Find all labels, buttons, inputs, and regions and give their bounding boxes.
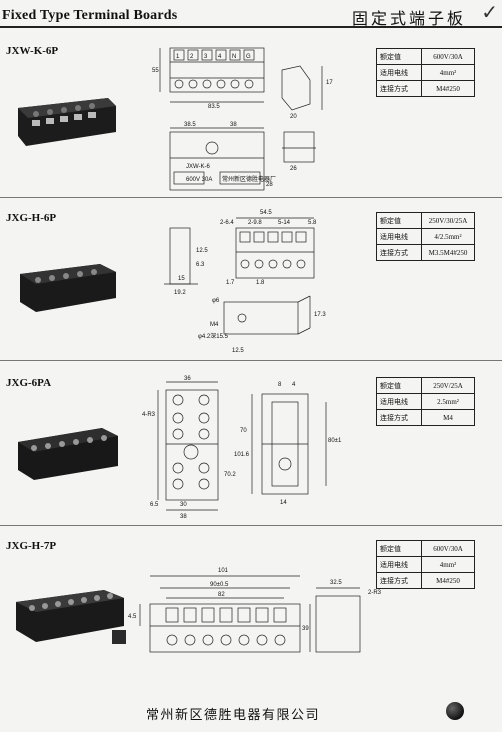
section-divider: [0, 197, 502, 198]
product-photo: [18, 98, 116, 146]
svg-text:4.5: 4.5: [128, 614, 137, 620]
section-divider: [0, 525, 502, 526]
section-divider: [0, 360, 502, 361]
svg-text:39: 39: [302, 626, 309, 632]
technical-drawing: 36 4-R3 30 38 70.2 101.6 6.5 80±1 8 4 14…: [142, 376, 342, 520]
svg-text:15: 15: [178, 276, 185, 282]
svg-text:2-R3: 2-R3: [368, 590, 382, 596]
svg-text:90±0.5: 90±0.5: [210, 582, 229, 588]
svg-text:φ6: φ6: [212, 298, 220, 304]
page-header: Fixed Type Terminal Boards 固定式端子板 ✓: [0, 0, 502, 30]
svg-text:5.8: 5.8: [308, 220, 317, 226]
svg-text:70: 70: [240, 428, 247, 434]
svg-text:30: 30: [180, 502, 187, 508]
svg-text:12.5: 12.5: [196, 248, 208, 254]
technical-drawing: 54.5 2-6.4 2-9.8 5-14 5.8 12.5 6.3 15 19…: [164, 210, 326, 354]
svg-text:1.7: 1.7: [226, 280, 235, 286]
svg-text:1.8: 1.8: [256, 280, 265, 286]
svg-text:17: 17: [326, 80, 333, 86]
svg-text:82: 82: [218, 592, 225, 598]
svg-text:M4: M4: [210, 322, 219, 328]
svg-text:4-R3: 4-R3: [142, 412, 156, 418]
svg-text:JXW-K-6: JXW-K-6: [186, 164, 211, 170]
title-cn: 固定式端子板: [351, 9, 466, 28]
svg-text:5-14: 5-14: [278, 220, 291, 226]
model-label: JXG-6PA: [6, 377, 52, 389]
svg-text:1: 1: [176, 54, 180, 60]
product-photo: [16, 590, 126, 644]
svg-text:3: 3: [204, 54, 208, 60]
svg-text:14: 14: [280, 500, 287, 506]
svg-text:38: 38: [180, 514, 187, 520]
svg-text:101: 101: [218, 568, 229, 574]
svg-text:101.6: 101.6: [234, 452, 250, 458]
svg-text:4: 4: [218, 54, 222, 60]
page-footer: 常州新区德胜电器有限公司: [0, 698, 502, 732]
svg-text:2-9.8: 2-9.8: [248, 220, 262, 226]
svg-text:55: 55: [152, 68, 159, 74]
svg-text:8: 8: [278, 382, 282, 388]
header-rule: [0, 26, 502, 28]
page-dot-icon: [446, 702, 464, 720]
svg-text:54.5: 54.5: [260, 210, 272, 216]
svg-text:83.5: 83.5: [208, 104, 220, 110]
svg-text:32.5: 32.5: [330, 580, 342, 586]
svg-text:G: G: [246, 54, 251, 60]
svg-text:28: 28: [266, 182, 273, 188]
model-label: JXG-H-7P: [6, 540, 57, 552]
svg-text:2-6.4: 2-6.4: [220, 220, 234, 226]
svg-text:19.2: 19.2: [174, 290, 186, 296]
svg-text:70.2: 70.2: [224, 472, 236, 478]
svg-text:38: 38: [230, 122, 237, 128]
company-name: 常州新区德胜电器有限公司: [146, 708, 321, 723]
svg-text:38.5: 38.5: [184, 122, 196, 128]
svg-text:2: 2: [190, 54, 194, 60]
svg-text:36: 36: [184, 376, 191, 382]
svg-text:17.3: 17.3: [314, 312, 326, 318]
product-photo: [18, 428, 118, 480]
svg-text:常州新区德胜电器厂: 常州新区德胜电器厂: [222, 175, 276, 183]
product-photo: [20, 264, 116, 312]
svg-text:600V 30A: 600V 30A: [186, 177, 212, 183]
svg-text:6.5: 6.5: [150, 502, 159, 508]
svg-text:φ4.2深15.5: φ4.2深15.5: [198, 332, 229, 340]
check-mark-icon: ✓: [481, 2, 498, 24]
svg-text:26: 26: [290, 166, 297, 172]
model-label: JXW-K-6P: [6, 45, 59, 57]
svg-text:12.5: 12.5: [232, 348, 244, 354]
svg-text:20: 20: [290, 114, 297, 120]
technical-drawing: 101 90±0.5 82 4.5 39 32.5 2-R3: [128, 568, 382, 653]
svg-text:N: N: [232, 54, 236, 60]
title-en: Fixed Type Terminal Boards: [2, 8, 178, 23]
svg-text:6.3: 6.3: [196, 262, 205, 268]
technical-drawing: 55 1 2 3 4 N G 83.5 38.5 38 JXW-K-6 600V…: [152, 47, 333, 191]
svg-text:80±1: 80±1: [328, 438, 342, 444]
svg-text:4: 4: [292, 382, 296, 388]
model-label: JXG-H-6P: [6, 212, 57, 224]
